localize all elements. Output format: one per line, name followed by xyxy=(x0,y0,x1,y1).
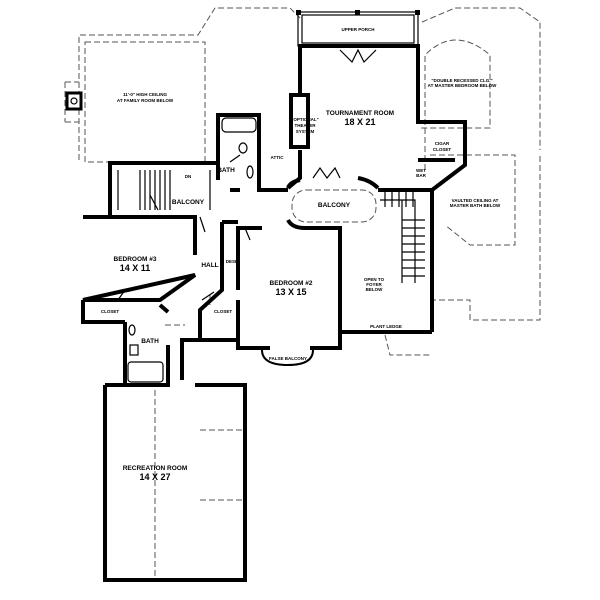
bath-upper-label: BATH xyxy=(217,167,235,174)
theater-label-3: SYSTEM xyxy=(296,129,315,134)
bedroom3-size: 14 X 11 xyxy=(120,263,151,273)
open-foyer-label-3: BELOW xyxy=(366,287,384,292)
open-foyer-label-2: FOYER xyxy=(366,282,382,287)
open-foyer-label: OPEN TO xyxy=(364,277,385,282)
cigar-closet-label-2: CLOSET xyxy=(433,147,452,152)
balcony-left-label: BALCONY xyxy=(172,199,205,206)
desk-label: DESK xyxy=(226,259,239,264)
wet-bar-label-2: BAR xyxy=(416,173,426,178)
bedroom2-name: BEDROOM #2 xyxy=(270,280,313,287)
tournament-room-size: 18 X 21 xyxy=(344,117,375,127)
theater-label: "OPTIONAL" xyxy=(291,117,319,122)
master-bedroom-clg-label: "DOUBLE RECESSED CLG." xyxy=(431,78,492,83)
vaulted-label: VAULTED CEILING AT xyxy=(452,198,499,203)
stairs-left xyxy=(117,170,211,211)
bath-fixtures xyxy=(127,117,257,383)
fireplace-icon xyxy=(65,91,83,111)
vaulted-label-2: MASTER BATH BELOW xyxy=(450,203,501,208)
closet-left-label: CLOSET xyxy=(101,309,120,314)
bath-lower-label: BATH xyxy=(141,338,159,345)
walls xyxy=(81,44,467,582)
upper-porch-label: UPPER PORCH xyxy=(341,27,374,32)
dashed-outlines xyxy=(64,7,541,580)
recreation-room-size: 14 X 27 xyxy=(139,472,170,482)
dn-label: DN xyxy=(185,174,192,179)
theater-label-2: THEATER xyxy=(295,123,317,128)
hall-label: HALL xyxy=(201,262,218,269)
balcony-center-label: BALCONY xyxy=(318,202,351,209)
false-balcony xyxy=(261,349,314,367)
plant-ledge-label: PLANT LEDGE xyxy=(370,324,402,329)
doors xyxy=(117,48,377,301)
cigar-closet-label: CIGAR xyxy=(435,141,450,146)
stairs-right xyxy=(380,192,425,283)
tournament-room-name: TOURNAMENT ROOM xyxy=(326,110,394,117)
false-balcony-label: FALSE BALCONY xyxy=(269,356,307,361)
master-bedroom-clg-label-2: AT MASTER BEDROOM BELOW xyxy=(428,83,497,88)
family-ceiling-label-2: AT FAMILY ROOM BELOW xyxy=(117,98,174,103)
bedroom3-name: BEDROOM #3 xyxy=(114,256,157,263)
attic-label: ATTIC xyxy=(271,155,285,160)
closet-right-label: CLOSET xyxy=(214,309,233,314)
family-ceiling-label: 11'-0" HIGH CEILING xyxy=(123,92,167,97)
recreation-room-name: RECREATION ROOM xyxy=(123,465,188,472)
balcony-rail xyxy=(291,189,377,223)
wet-bar-label: WET xyxy=(416,168,426,173)
bedroom2-size: 13 X 15 xyxy=(275,287,306,297)
